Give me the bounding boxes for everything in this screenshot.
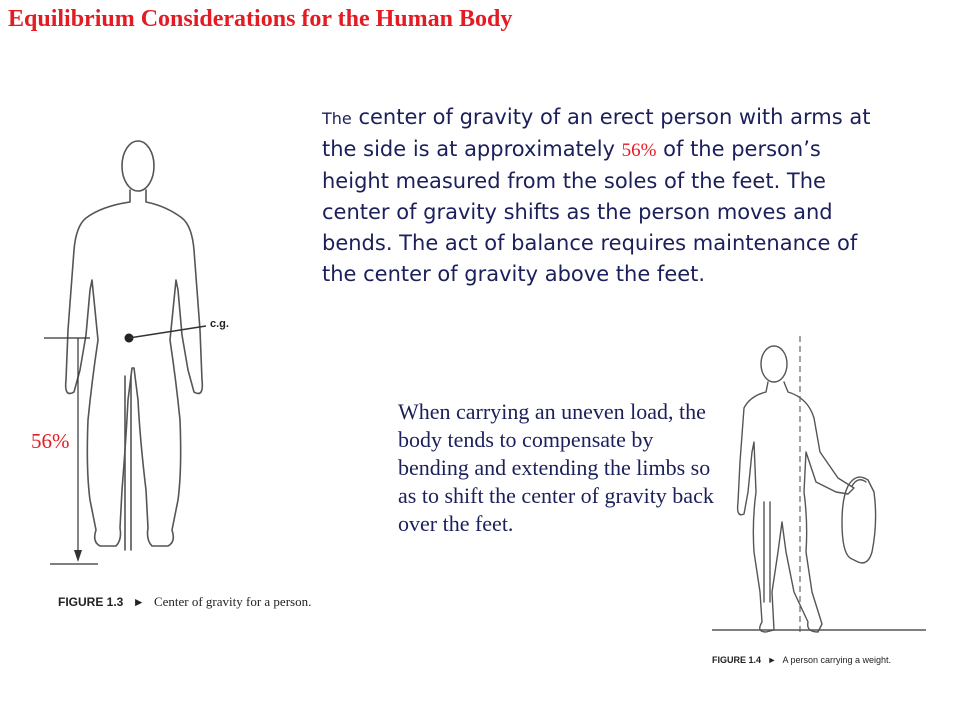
figure2-caption-text: A person carrying a weight.	[782, 655, 892, 665]
figure1-head	[121, 140, 155, 192]
figure-person-carrying-weight	[712, 336, 926, 633]
height-percent-label: 56%	[31, 429, 70, 453]
figure-standing-person	[44, 140, 207, 565]
figure2-caption: FIGURE 1.4 ► A person carrying a weight.	[712, 655, 891, 665]
paragraph-center-of-gravity: The center of gravity of an erect person…	[322, 102, 892, 290]
figure2-caption-arrow-icon: ►	[767, 655, 777, 665]
figure1-body-outline	[64, 189, 204, 547]
figure2-head	[760, 345, 788, 383]
figure2-suitcase-handle	[851, 479, 867, 487]
figure1-cg-pointer	[128, 325, 207, 339]
figure1-caption: FIGURE 1.3 ► Center of gravity for a per…	[58, 594, 311, 610]
page-title: Equilibrium Considerations for the Human…	[8, 6, 513, 32]
cg-label: c.g.	[210, 318, 229, 330]
figure2-body-outline	[736, 381, 855, 633]
paragraph-percent: 56%	[621, 140, 657, 161]
figure1-arrow-head	[74, 550, 82, 562]
figure1-leg-gap	[124, 375, 132, 551]
paragraph-lead: The	[322, 109, 352, 128]
paragraph-part-1: center of gravity of an erect person wit…	[322, 105, 871, 161]
figure1-caption-number: FIGURE 1.3	[58, 595, 124, 609]
figure2-caption-number: FIGURE 1.4	[712, 655, 762, 665]
figure2-shading	[763, 501, 771, 603]
paragraph-part-2: of the person’s height measured from the…	[322, 137, 858, 286]
figure1-caption-arrow-icon: ►	[132, 595, 145, 609]
paragraph-uneven-load: When carrying an uneven load, the body t…	[398, 399, 714, 536]
figure2-suitcase	[841, 476, 877, 564]
figure1-caption-text: Center of gravity for a person.	[153, 594, 312, 609]
